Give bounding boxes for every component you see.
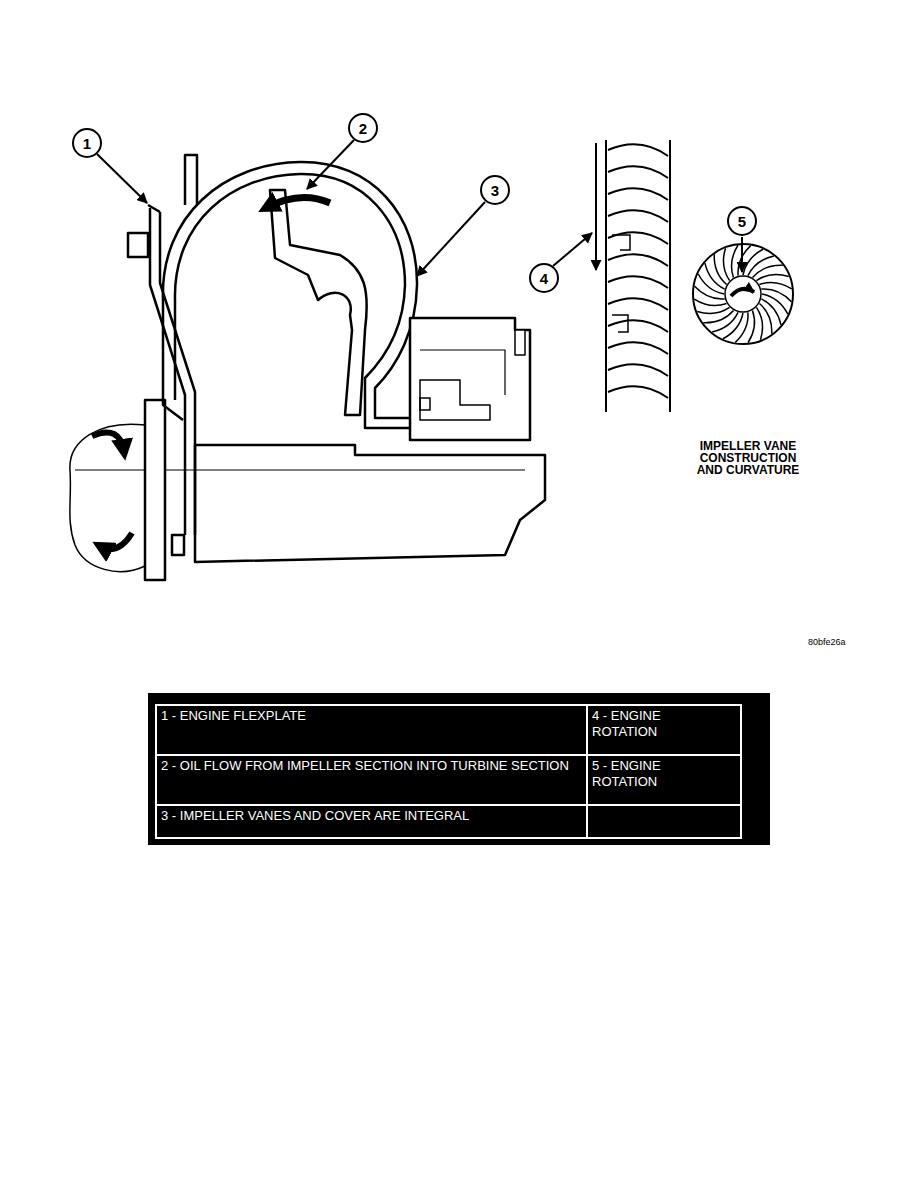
impeller-vane — [761, 289, 791, 302]
impeller-vane — [759, 282, 791, 288]
vane-scallop — [608, 276, 668, 288]
vane-scallop — [608, 166, 668, 178]
vane-scallop — [608, 320, 668, 332]
converter-section — [172, 535, 184, 555]
callout-text: 3 — [491, 183, 499, 198]
converter-section — [420, 380, 490, 420]
vane-scallop — [608, 386, 668, 398]
vane-scallop — [608, 232, 668, 244]
table-cell: 4 - ENGINE ROTATION — [592, 708, 692, 740]
converter-section — [185, 155, 197, 205]
impeller-vane-strip — [612, 235, 630, 250]
converter-section — [420, 350, 505, 395]
callout-text: 1 — [83, 136, 91, 151]
impeller-wheel — [725, 276, 761, 312]
converter-section — [160, 212, 195, 535]
impeller-vane-strip — [606, 140, 670, 412]
callout-number: 1 — [72, 128, 102, 158]
figure-caption: IMPELLER VANE CONSTRUCTION AND CURVATURE — [687, 440, 809, 476]
converter-section — [145, 400, 165, 580]
converter-section — [195, 445, 545, 562]
table-cell: 1 - ENGINE FLEXPLATE — [161, 708, 576, 724]
impeller-vane — [723, 248, 729, 280]
converter-section — [420, 398, 430, 410]
callout-text: 2 — [359, 121, 367, 136]
callout-text: 5 — [738, 214, 746, 229]
impeller-vane — [756, 274, 788, 280]
impeller-wheel — [731, 289, 754, 296]
vane-scallop — [608, 210, 668, 222]
impeller-vane — [731, 245, 737, 277]
legend-table — [156, 705, 741, 838]
callout-number: 2 — [348, 113, 378, 143]
rotation-arrow — [92, 432, 124, 452]
callout-text: 4 — [540, 271, 548, 286]
impeller-vane — [756, 307, 762, 339]
converter-section — [70, 155, 545, 580]
figure-code: 80bfe26a — [808, 637, 868, 648]
legend-table — [148, 693, 770, 845]
table-cell: 2 - OIL FLOW FROM IMPELLER SECTION INTO … — [161, 758, 576, 774]
impeller-vane-strip — [669, 140, 671, 412]
impeller-vane — [748, 310, 754, 342]
converter-section — [515, 330, 525, 355]
vane-scallop — [608, 254, 668, 266]
vane-scallop — [608, 342, 668, 354]
leader-arrow — [553, 233, 592, 266]
leader-arrow — [97, 154, 147, 203]
table-cell: 5 - ENGINE ROTATION — [592, 758, 692, 790]
converter-section — [128, 233, 148, 257]
callout-number: 3 — [480, 175, 510, 205]
table-cell: 3 - IMPELLER VANES AND COVER ARE INTEGRA… — [161, 808, 576, 824]
leader-arrow — [97, 140, 742, 276]
impeller-vane — [694, 299, 726, 305]
impeller-vane-strip — [605, 140, 607, 412]
impeller-vane — [697, 307, 729, 313]
converter-section — [163, 300, 183, 420]
converter-section — [75, 470, 525, 471]
callout-number: 5 — [727, 206, 757, 236]
converter-section — [410, 318, 530, 440]
leader-arrow — [595, 143, 597, 270]
vane-scallop — [608, 364, 668, 376]
vane-scallop — [608, 144, 668, 156]
leader-arrow — [417, 202, 485, 276]
leader-arrow — [307, 140, 354, 189]
rotation-arrow — [92, 198, 330, 549]
converter-section — [174, 300, 177, 400]
legend-table — [156, 705, 741, 838]
converter-section — [70, 424, 145, 571]
rotation-arrow — [266, 198, 330, 208]
callout-number: 4 — [529, 263, 559, 293]
converter-section — [270, 190, 367, 415]
vane-scallop — [608, 188, 668, 200]
legend-table — [148, 693, 770, 845]
vane-scallop — [608, 298, 668, 310]
leader-arrow — [741, 237, 743, 272]
rotation-arrow — [100, 533, 132, 549]
